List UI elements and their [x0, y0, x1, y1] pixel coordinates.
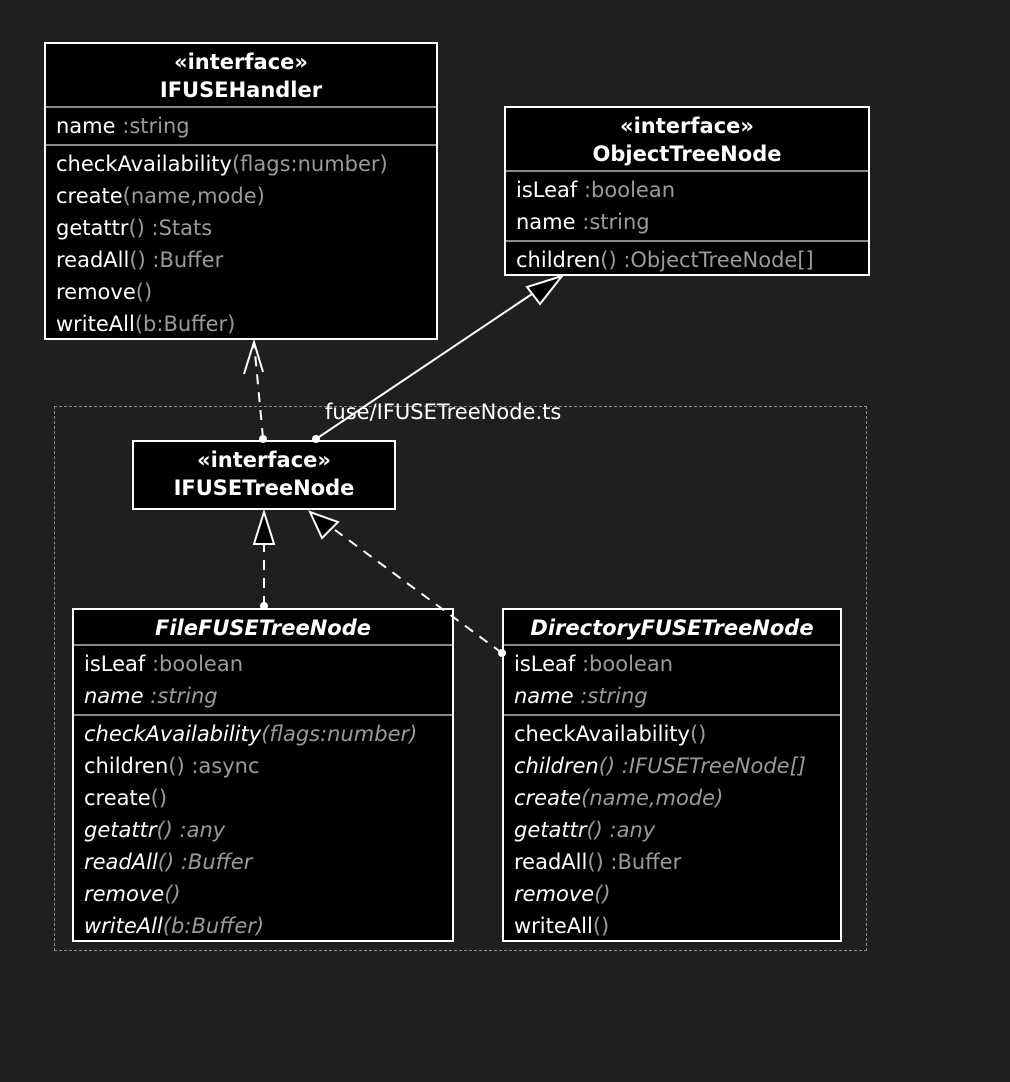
class-header: «interface» IFUSEHandler [46, 44, 436, 106]
method-row: children() :ObjectTreeNode[] [516, 248, 814, 272]
method-row: readAll() :Buffer [84, 850, 253, 874]
method-row: writeAll(b:Buffer) [84, 914, 265, 938]
method-row: remove() [56, 280, 153, 304]
attribute-row: name :string [516, 210, 650, 234]
method-row: children() :async [84, 754, 260, 778]
method-row: writeAll() [514, 914, 610, 938]
attribute-row: isLeaf :boolean [84, 652, 244, 676]
attributes-section: isLeaf :boolean name :string [506, 170, 868, 240]
attribute-row: isLeaf :boolean [514, 652, 674, 676]
attribute-row: name :string [84, 684, 218, 708]
method-row: create(name,mode) [514, 786, 724, 810]
stereotype: «interface» [197, 448, 331, 472]
class-ifusetreenode[interactable]: «interface» IFUSETreeNode [132, 440, 396, 510]
method-row: create() [84, 786, 168, 810]
class-name: DirectoryFUSETreeNode [530, 616, 814, 640]
class-name: FileFUSETreeNode [155, 616, 371, 640]
class-name: IFUSEHandler [159, 78, 323, 102]
class-header: DirectoryFUSETreeNode [504, 610, 840, 644]
method-row: remove() [84, 882, 181, 906]
class-objecttreenode[interactable]: «interface» ObjectTreeNode isLeaf :boole… [504, 106, 870, 276]
methods-section: checkAvailability() children() :IFUSETre… [504, 714, 840, 944]
methods-section: children() :ObjectTreeNode[] [506, 240, 868, 278]
class-name: ObjectTreeNode [592, 142, 782, 166]
attribute-row: isLeaf :boolean [516, 178, 676, 202]
method-row: checkAvailability(flags:number) [84, 722, 418, 746]
attributes-section: isLeaf :boolean name :string [504, 644, 840, 714]
class-header: FileFUSETreeNode [74, 610, 452, 644]
methods-section: checkAvailability(flags:number) create(n… [46, 144, 436, 342]
stereotype: «interface» [174, 50, 308, 74]
package-label: fuse/IFUSETreeNode.ts [325, 400, 562, 424]
class-header: «interface» IFUSETreeNode [134, 442, 394, 504]
class-name: IFUSETreeNode [173, 476, 355, 500]
method-row: writeAll(b:Buffer) [56, 312, 236, 336]
class-ifusehandler[interactable]: «interface» IFUSEHandler name :string ch… [44, 42, 438, 340]
method-row: readAll() :Buffer [514, 850, 682, 874]
class-filefusetreenode[interactable]: FileFUSETreeNode isLeaf :boolean name :s… [72, 608, 454, 942]
method-row: create(name,mode) [56, 184, 265, 208]
method-row: remove() [514, 882, 611, 906]
attribute-row: name :string [514, 684, 648, 708]
method-row: children() :IFUSETreeNode[] [514, 754, 806, 778]
method-row: getattr() :Stats [56, 216, 213, 240]
method-row: getattr() :any [84, 818, 226, 842]
attributes-section: name :string [46, 106, 436, 144]
attribute-row: name :string [56, 114, 190, 138]
class-header: «interface» ObjectTreeNode [506, 108, 868, 170]
class-directoryfusetreenode[interactable]: DirectoryFUSETreeNode isLeaf :boolean na… [502, 608, 842, 942]
attributes-section: isLeaf :boolean name :string [74, 644, 452, 714]
method-row: checkAvailability(flags:number) [56, 152, 388, 176]
method-row: getattr() :any [514, 818, 656, 842]
method-row: readAll() :Buffer [56, 248, 224, 272]
methods-section: checkAvailability(flags:number) children… [74, 714, 452, 944]
method-row: checkAvailability() [514, 722, 707, 746]
stereotype: «interface» [620, 114, 754, 138]
